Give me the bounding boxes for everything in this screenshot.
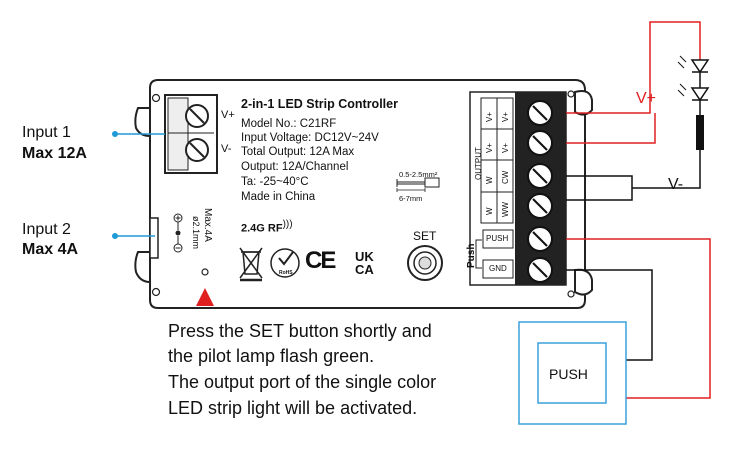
- vplus-wire-label: V+: [636, 90, 657, 107]
- caption-line-1: Press the SET button shortly and: [168, 321, 432, 341]
- rf-signal-icon: ))): [282, 219, 293, 230]
- left-vminus-label: V-: [221, 143, 232, 155]
- terminal-screw-slot-3: [532, 168, 548, 184]
- input2-max: Max 4A: [22, 241, 79, 258]
- rohs-text: RoHS: [279, 270, 293, 276]
- input-voltage: Input Voltage: DC12V~24V: [241, 132, 379, 144]
- push-button-label: PUSH: [549, 366, 588, 382]
- pin-b-1: V+: [501, 111, 510, 122]
- wire-gauge-spec: 0.5-2.5mm²: [399, 170, 438, 179]
- input2-wire: [112, 233, 155, 239]
- caption-line-2: the pilot lamp flash green.: [168, 346, 375, 366]
- wire-strip-spec: [396, 177, 440, 192]
- terminal-screw-slot-4: [532, 198, 548, 214]
- controller-title: 2-in-1 LED Strip Controller: [241, 97, 398, 111]
- wire-strip-length: 6-7mm: [399, 194, 423, 203]
- input1-label: Input 1: [22, 124, 71, 141]
- left-vplus-label: V+: [221, 109, 235, 121]
- caption-line-3: The output port of the single color: [168, 372, 437, 392]
- made-in: Made in China: [241, 191, 316, 203]
- pin-a-4: W: [485, 207, 494, 215]
- pin-b-3: CW: [501, 170, 510, 184]
- model-number: Model No.: C21RF: [241, 118, 337, 130]
- dc-max-current: Max.4A: [202, 208, 213, 242]
- set-button[interactable]: [408, 246, 442, 280]
- vplus-red-wire: [566, 21, 711, 399]
- ukca-mark-bottom: CA: [355, 262, 374, 277]
- pin-a-2: V+: [485, 142, 494, 153]
- push-bracket: [475, 239, 482, 269]
- led-strip-symbol: [677, 55, 710, 150]
- set-button-graphic: [407, 245, 443, 281]
- pilot-lamp-arrow: [196, 288, 214, 306]
- ambient-temp: Ta: -25~40°C: [241, 176, 309, 188]
- ukca-mark-top: UK: [355, 249, 374, 264]
- rf-label: 2.4G RF))): [241, 219, 293, 235]
- push-pin-label: PUSH: [486, 234, 509, 243]
- total-output: Total Output: 12A Max: [241, 146, 355, 158]
- input1-wire: [112, 131, 165, 137]
- caption-line-4: LED strip light will be activated.: [168, 398, 418, 418]
- vminus-wire-label: V-: [668, 176, 684, 193]
- dc-polarity-icon: [173, 213, 183, 253]
- terminal-screw-slot-1: [532, 105, 548, 121]
- output-rating: Output: 12A/Channel: [241, 161, 349, 173]
- pilot-lamp: [201, 268, 209, 276]
- pin-a-1: V+: [485, 111, 494, 122]
- left-terminal-block: [164, 94, 218, 174]
- terminal-screw-slot-5: [532, 231, 548, 247]
- output-group-label: OUTPUT: [474, 147, 483, 180]
- terminal-screw-slot-2: [532, 135, 548, 151]
- terminal-screw-slot-6: [532, 262, 548, 278]
- push-button-box: [518, 321, 627, 425]
- rohs-icon: [270, 248, 300, 278]
- weee-icon: [239, 247, 263, 282]
- dc-jack-socket: [149, 217, 159, 259]
- set-label: SET: [413, 229, 437, 243]
- push-group-label: Push: [466, 243, 477, 268]
- ce-mark: CE: [305, 247, 336, 274]
- input2-label: Input 2: [22, 221, 71, 238]
- pin-a-3: W: [485, 176, 494, 184]
- pin-b-4: WW: [501, 201, 510, 217]
- dc-jack-diameter: ø2.1mm: [191, 216, 201, 250]
- pin-b-2: V+: [501, 142, 510, 153]
- gnd-pin-label: GND: [489, 264, 507, 273]
- input1-max: Max 12A: [22, 145, 87, 162]
